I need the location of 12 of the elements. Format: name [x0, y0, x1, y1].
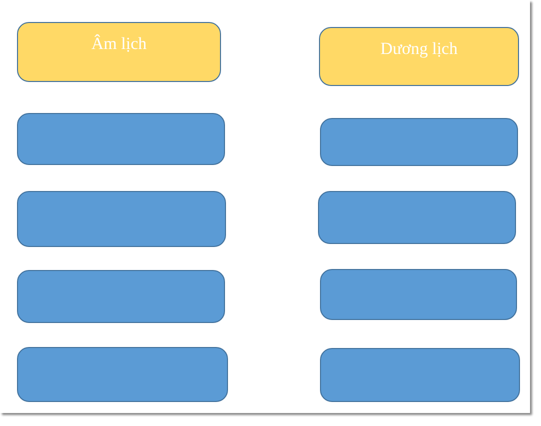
heading-text: Dương lịch — [379, 39, 459, 59]
empty-box — [17, 191, 226, 247]
heading-text: Âm lịch — [90, 34, 148, 54]
heading-box — [17, 22, 221, 82]
empty-box — [17, 347, 228, 402]
heading-box — [319, 27, 519, 86]
empty-box — [318, 191, 516, 244]
empty-box — [320, 348, 520, 402]
empty-box — [320, 269, 517, 320]
empty-box — [17, 113, 225, 165]
empty-box — [17, 270, 225, 323]
empty-box — [320, 118, 518, 166]
